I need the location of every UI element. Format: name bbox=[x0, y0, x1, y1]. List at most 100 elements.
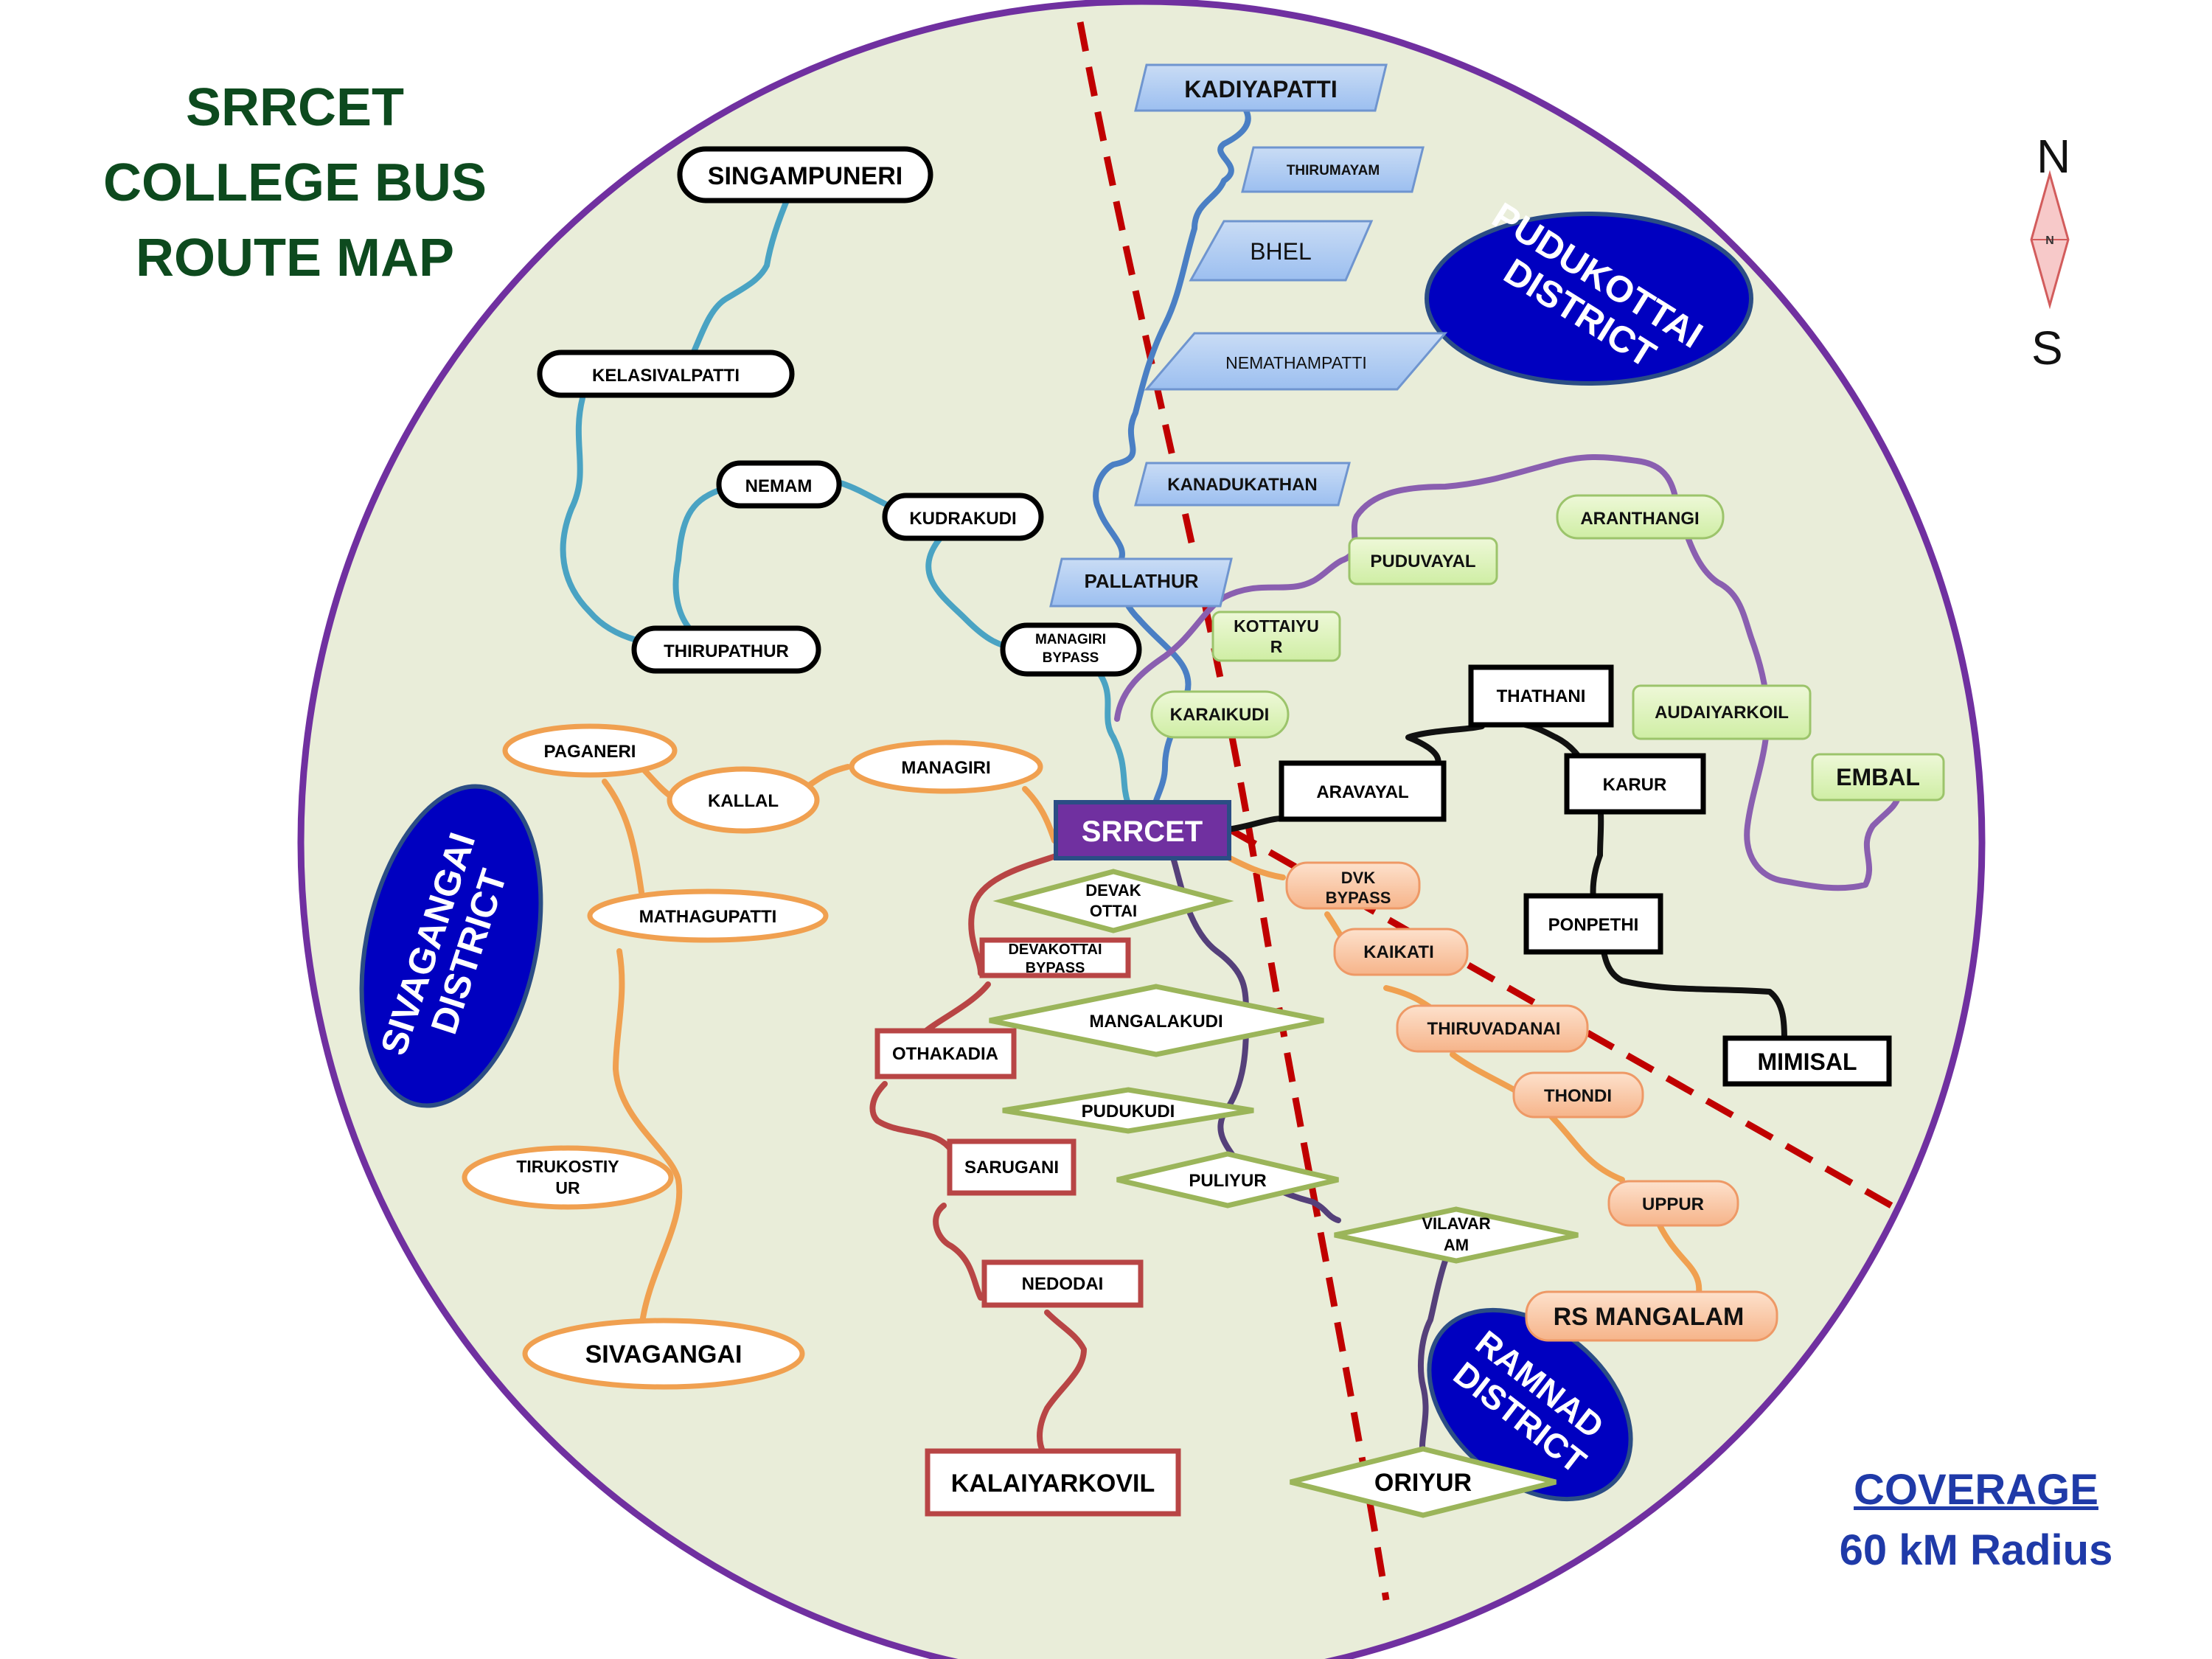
route-orange-west bbox=[602, 757, 1057, 1330]
label-kalaiyarkovil: KALAIYARKOVIL bbox=[951, 1470, 1155, 1498]
stop-kadiyapatti[interactable] bbox=[1134, 63, 1388, 112]
stop-oriyur[interactable] bbox=[1290, 1446, 1557, 1518]
label-devak-ottai-1: DEVAK bbox=[1085, 881, 1141, 900]
label-sivagangai: SIVAGANGAI bbox=[585, 1340, 742, 1368]
label-nedodai: NEDODAI bbox=[1022, 1274, 1104, 1294]
stop-puliyur[interactable] bbox=[1116, 1151, 1339, 1208]
stop-othakadia[interactable] bbox=[874, 1028, 1017, 1079]
stop-singampuneri[interactable] bbox=[677, 146, 933, 204]
label-thiruvadanai: THIRUVADANAI bbox=[1427, 1019, 1561, 1039]
label-audaiyarkoil: AUDAIYARKOIL bbox=[1655, 703, 1789, 723]
stop-managiri[interactable] bbox=[849, 740, 1043, 794]
label-singampuneri: SINGAMPUNERI bbox=[708, 162, 902, 190]
stop-uppur[interactable] bbox=[1607, 1180, 1739, 1227]
label-mathagupatti: MATHAGUPATTI bbox=[639, 907, 777, 927]
compass-south-label: S bbox=[2031, 321, 2063, 375]
stop-aranthangi[interactable] bbox=[1556, 494, 1725, 540]
stops-red bbox=[874, 937, 1181, 1517]
stop-pudukudi[interactable] bbox=[1002, 1087, 1254, 1134]
stop-puduvayal[interactable] bbox=[1348, 537, 1498, 585]
label-thirumayam: THIRUMAYAM bbox=[1287, 163, 1380, 178]
stop-kallal[interactable] bbox=[667, 766, 820, 834]
stop-kelasivalpatti[interactable] bbox=[537, 349, 795, 398]
label-managiri-bypass-2: BYPASS bbox=[1043, 650, 1099, 666]
stop-audaiyarkoil[interactable] bbox=[1632, 684, 1812, 740]
label-karaikudi: KARAIKUDI bbox=[1170, 705, 1270, 725]
label-ponpethi: PONPETHI bbox=[1548, 915, 1639, 935]
stops-orange-east-labels: DVK BYPASS KAIKATI THIRUVADANAI THONDI U… bbox=[1326, 869, 1745, 1331]
hub-srrcet[interactable]: SRRCET bbox=[1054, 800, 1231, 860]
label-managiri: MANAGIRI bbox=[901, 758, 990, 778]
stop-sarugani[interactable] bbox=[947, 1138, 1077, 1196]
label-vilavaram-1: VILAVAR bbox=[1422, 1214, 1490, 1233]
stop-kanadukathan[interactable] bbox=[1134, 462, 1351, 507]
stops-black-labels: THATHANI ARAVAYAL KARUR PONPETHI MIMISAL bbox=[1316, 686, 1857, 1075]
stops-red-labels: DEVAKOTTAI BYPASS OTHAKADIA SARUGANI NED… bbox=[892, 942, 1155, 1498]
stop-thirumayam[interactable] bbox=[1241, 146, 1425, 193]
hub-label: SRRCET bbox=[1082, 815, 1203, 848]
route-purple bbox=[1114, 454, 1902, 891]
stop-thondi[interactable] bbox=[1512, 1071, 1644, 1119]
stop-pallathur[interactable] bbox=[1049, 557, 1233, 608]
stop-aravayal[interactable] bbox=[1279, 760, 1447, 822]
stop-nemam[interactable] bbox=[716, 460, 842, 509]
coverage-radius: 60 kM Radius bbox=[1839, 1526, 2113, 1574]
stop-nemathampatti[interactable] bbox=[1144, 332, 1448, 391]
stop-mathagupatti[interactable] bbox=[587, 888, 829, 943]
stop-kalaiyarkovil[interactable] bbox=[925, 1448, 1181, 1517]
stop-dvk-bypass[interactable] bbox=[1285, 861, 1421, 910]
route-navy bbox=[1169, 852, 1448, 1459]
label-sarugani: SARUGANI bbox=[964, 1158, 1059, 1178]
stop-sivagangai[interactable] bbox=[522, 1318, 805, 1390]
label-kallal: KALLAL bbox=[708, 791, 779, 811]
stop-karur[interactable] bbox=[1564, 753, 1706, 815]
label-aranthangi: ARANTHANGI bbox=[1580, 509, 1699, 529]
stop-kaikati[interactable] bbox=[1333, 928, 1469, 976]
stop-mangalakudi[interactable] bbox=[989, 984, 1324, 1057]
label-dvk-bypass-1: DVK bbox=[1341, 869, 1376, 887]
title-line3: ROUTE MAP bbox=[136, 229, 454, 288]
label-tirukostiyur-2: UR bbox=[555, 1178, 580, 1197]
title-line2: COLLEGE BUS bbox=[102, 153, 487, 212]
stop-kottaiyur[interactable] bbox=[1211, 611, 1341, 662]
label-pallathur: PALLATHUR bbox=[1084, 570, 1198, 592]
stops-orange-east bbox=[1285, 861, 1778, 1342]
label-thondi: THONDI bbox=[1544, 1086, 1612, 1106]
stop-bhel[interactable] bbox=[1189, 220, 1374, 282]
label-tirukostiyur-1: TIRUKOSTIY bbox=[516, 1157, 619, 1176]
compass-north-label: N bbox=[2037, 130, 2071, 183]
label-devakottai-bypass-2: BYPASS bbox=[1026, 960, 1085, 976]
district-sivagangai: SIVAGANGAI DISTRICT bbox=[359, 784, 543, 1108]
stop-devakottai-bypass[interactable] bbox=[979, 937, 1131, 978]
label-aravayal: ARAVAYAL bbox=[1316, 782, 1408, 802]
stop-nedodai[interactable] bbox=[981, 1259, 1144, 1308]
stop-embal[interactable] bbox=[1811, 753, 1945, 801]
label-nemathampatti: NEMATHAMPATTI bbox=[1225, 353, 1367, 372]
stop-thiruvadanai[interactable] bbox=[1396, 1004, 1589, 1053]
compass-needle-label: N bbox=[2045, 234, 2054, 247]
stop-tirukostiyur[interactable] bbox=[462, 1145, 674, 1210]
stop-kudrakudi[interactable] bbox=[882, 493, 1044, 541]
stop-managiri-bypass[interactable] bbox=[1000, 622, 1142, 677]
stop-paganeri[interactable] bbox=[502, 723, 678, 778]
stop-vilavaram[interactable] bbox=[1334, 1206, 1579, 1264]
compass-needle-icon: N bbox=[2030, 170, 2070, 310]
label-mangalakudi: MANGALAKUDI bbox=[1089, 1012, 1222, 1032]
label-bhel: BHEL bbox=[1250, 238, 1312, 265]
stop-karaikudi[interactable] bbox=[1150, 690, 1290, 739]
label-kaikati: KAIKATI bbox=[1363, 942, 1434, 962]
stop-ponpethi[interactable] bbox=[1523, 893, 1663, 955]
label-puliyur: PULIYUR bbox=[1189, 1171, 1266, 1191]
coverage-label[interactable]: COVERAGE bbox=[1854, 1466, 2098, 1514]
stop-devak-ottai[interactable] bbox=[992, 869, 1234, 933]
label-kelasivalpatti: KELASIVALPATTI bbox=[592, 366, 740, 386]
label-puduvayal: PUDUVAYAL bbox=[1370, 552, 1475, 571]
stops-orange-west-labels: PAGANERI KALLAL MANAGIRI MATHAGUPATTI TI… bbox=[516, 742, 990, 1368]
stop-thirupathur[interactable] bbox=[631, 625, 821, 674]
stop-mimisal[interactable] bbox=[1722, 1035, 1892, 1087]
label-nemam: NEMAM bbox=[745, 476, 813, 496]
label-devakottai-bypass-1: DEVAKOTTAI bbox=[1008, 942, 1102, 958]
stop-rs-mangalam[interactable] bbox=[1525, 1290, 1778, 1342]
stop-thathani[interactable] bbox=[1468, 664, 1614, 728]
